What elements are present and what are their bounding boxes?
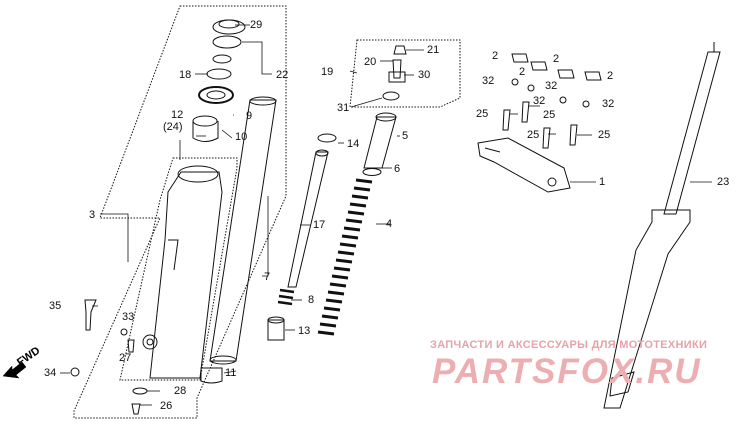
seal-14	[317, 133, 337, 143]
callout-8: 8	[308, 294, 315, 306]
callout-18: 18	[179, 69, 192, 81]
fork-slider-12	[149, 171, 223, 379]
callout-25: 25	[476, 108, 489, 120]
bolt-25	[542, 127, 551, 149]
callout-2: 2	[607, 70, 614, 82]
cap-2	[530, 61, 548, 71]
callout-10: 10	[235, 131, 248, 143]
callout-6: 6	[394, 163, 401, 175]
callout-27: 27	[119, 352, 132, 364]
callout-35: 35	[49, 300, 62, 312]
bolt-27	[127, 339, 135, 353]
watermark-tagline: ЗАПЧАСТИ И АКСЕССУАРЫ ДЛЯ МОТОТЕХНИКИ	[430, 339, 708, 351]
washer-22	[212, 54, 232, 64]
callout-5: 5	[402, 130, 409, 142]
callout-33: 33	[122, 311, 135, 323]
callout-29: 29	[250, 19, 263, 31]
cap-2	[584, 71, 602, 81]
fork-assembly-23	[663, 51, 721, 215]
bolt-25	[569, 124, 578, 146]
callout-25: 25	[543, 109, 556, 121]
callout-30: 30	[418, 69, 431, 81]
callout-19: 19	[321, 66, 334, 78]
watermark-logo: PARTSFOX.RU	[432, 352, 702, 391]
tube-5	[363, 116, 397, 169]
callout-28: 28	[174, 385, 187, 397]
callout-23: 23	[717, 176, 730, 188]
callout-34: 34	[44, 367, 57, 379]
callout-7: 7	[264, 271, 271, 283]
callout-17: 17	[313, 219, 326, 231]
callout-22: 22	[276, 69, 289, 81]
bracket-1	[477, 137, 571, 193]
cap-21	[393, 45, 407, 55]
nut-32	[511, 78, 519, 86]
callout-4: 4	[386, 218, 393, 230]
nut-32	[582, 100, 590, 108]
piece-13	[267, 319, 285, 341]
washer-33	[120, 328, 128, 336]
callout-32: 32	[602, 98, 615, 110]
o-ring-31	[382, 91, 400, 101]
callout-12: 12	[171, 109, 184, 121]
fwd-arrow-icon	[2, 361, 27, 379]
callout-9: 9	[246, 110, 253, 122]
callout-2: 2	[492, 50, 499, 62]
dust-seal-29	[212, 19, 246, 35]
subassembly-box-19	[349, 39, 461, 108]
callout-20: 20	[364, 56, 377, 68]
bushing-10	[192, 121, 219, 142]
ring-18	[206, 68, 232, 80]
fork-leg-box	[119, 157, 238, 381]
spring-8	[277, 288, 295, 306]
callout-21: 21	[427, 44, 440, 56]
fork-cap-11	[200, 367, 223, 384]
nut-29	[212, 35, 242, 49]
assembly-outline	[73, 5, 287, 419]
callout-11: 11	[225, 367, 237, 379]
callout-26: 26	[160, 400, 173, 412]
callout-31: 31	[337, 102, 350, 114]
nut-30	[388, 71, 406, 83]
nut-32	[527, 84, 535, 92]
callout-25: 25	[527, 129, 540, 141]
callout-14: 14	[347, 138, 360, 150]
callout-13: 13	[298, 325, 311, 337]
callout-1: 1	[599, 176, 606, 188]
callout-32: 32	[545, 80, 558, 92]
bolt-25	[502, 109, 511, 131]
bearing-9	[198, 86, 234, 104]
washer-6	[362, 168, 382, 176]
callout-3: 3	[89, 209, 96, 221]
callout-25: 25	[598, 129, 611, 141]
bolt-20	[392, 59, 402, 79]
spring-4	[317, 178, 373, 336]
bolt-26	[131, 403, 141, 415]
damper-rod-17	[287, 151, 329, 288]
callout-2: 2	[553, 53, 560, 65]
nut-32	[559, 96, 567, 104]
bolt-25	[521, 101, 530, 123]
callout-2: 2	[519, 66, 526, 78]
bolt-35	[84, 299, 97, 331]
cap-2	[557, 69, 575, 79]
cap-2	[511, 53, 529, 63]
callout-32: 32	[482, 75, 495, 87]
nut-34	[70, 367, 80, 377]
callout-32: 32	[533, 95, 546, 107]
callout-24-parenthetical: (24)	[163, 121, 183, 133]
washer-28	[132, 387, 148, 395]
